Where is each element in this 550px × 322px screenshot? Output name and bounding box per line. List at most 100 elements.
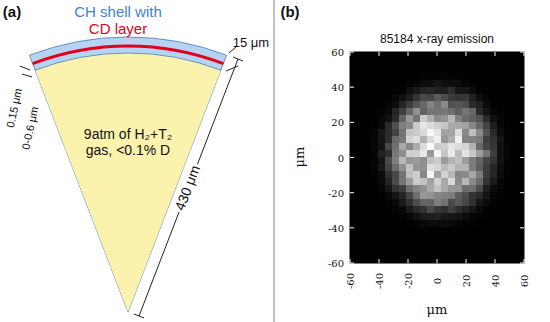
image-pixel bbox=[490, 192, 497, 199]
image-pixel bbox=[385, 171, 392, 178]
image-pixel bbox=[455, 143, 462, 150]
image-pixel bbox=[378, 52, 385, 59]
image-pixel bbox=[406, 136, 413, 143]
image-pixel bbox=[371, 150, 378, 157]
image-pixel bbox=[406, 150, 413, 157]
image-pixel bbox=[406, 185, 413, 192]
image-pixel bbox=[511, 241, 518, 248]
image-pixel bbox=[497, 108, 504, 115]
image-pixel bbox=[497, 101, 504, 108]
image-pixel bbox=[497, 178, 504, 185]
image-pixel bbox=[385, 192, 392, 199]
image-pixel bbox=[413, 73, 420, 80]
image-pixel bbox=[385, 157, 392, 164]
image-pixel bbox=[511, 255, 518, 262]
axis-tick bbox=[520, 157, 524, 158]
image-pixel bbox=[490, 199, 497, 206]
image-pixel bbox=[448, 206, 455, 213]
image-pixel bbox=[511, 101, 518, 108]
tick-label: 20 bbox=[331, 117, 344, 128]
image-pixel bbox=[455, 227, 462, 234]
image-pixel bbox=[413, 157, 420, 164]
image-pixel bbox=[483, 234, 490, 241]
image-pixel bbox=[469, 122, 476, 129]
image-pixel bbox=[427, 101, 434, 108]
panel-letter: (b) bbox=[280, 4, 299, 21]
image-pixel bbox=[427, 73, 434, 80]
image-pixel bbox=[434, 227, 441, 234]
image-pixel bbox=[399, 241, 406, 248]
image-pixel bbox=[413, 248, 420, 255]
image-pixel bbox=[434, 220, 441, 227]
image-pixel bbox=[455, 213, 462, 220]
image-pixel bbox=[406, 143, 413, 150]
image-pixel bbox=[427, 206, 434, 213]
image-pixel bbox=[518, 87, 524, 94]
image-pixel bbox=[350, 129, 357, 136]
image-pixel bbox=[441, 73, 448, 80]
image-pixel bbox=[434, 73, 441, 80]
image-pixel bbox=[518, 213, 524, 220]
image-pixel bbox=[441, 143, 448, 150]
image-pixel bbox=[504, 255, 511, 262]
image-pixel bbox=[497, 192, 504, 199]
image-pixel bbox=[483, 150, 490, 157]
image-pixel bbox=[441, 192, 448, 199]
image-pixel bbox=[364, 255, 371, 262]
image-pixel bbox=[385, 115, 392, 122]
image-pixel bbox=[413, 87, 420, 94]
image-pixel bbox=[483, 122, 490, 129]
image-pixel bbox=[497, 129, 504, 136]
image-pixel bbox=[455, 241, 462, 248]
image-pixel bbox=[364, 220, 371, 227]
image-pixel bbox=[406, 52, 413, 59]
image-pixel bbox=[469, 206, 476, 213]
gas-fill bbox=[35, 53, 221, 312]
image-pixel bbox=[469, 143, 476, 150]
image-pixel bbox=[413, 199, 420, 206]
image-pixel bbox=[371, 108, 378, 115]
image-pixel bbox=[427, 122, 434, 129]
image-pixel bbox=[441, 157, 448, 164]
image-pixel bbox=[392, 220, 399, 227]
image-pixel bbox=[497, 199, 504, 206]
image-pixel bbox=[420, 108, 427, 115]
image-pixel bbox=[469, 164, 476, 171]
image-pixel bbox=[427, 199, 434, 206]
image-pixel bbox=[469, 115, 476, 122]
image-pixel bbox=[511, 157, 518, 164]
cd-layer bbox=[33, 46, 224, 64]
image-pixel bbox=[462, 213, 469, 220]
image-pixel bbox=[350, 136, 357, 143]
image-pixel bbox=[483, 129, 490, 136]
image-pixel bbox=[427, 66, 434, 73]
image-pixel bbox=[469, 199, 476, 206]
image-pixel bbox=[364, 199, 371, 206]
image-pixel bbox=[378, 248, 385, 255]
image-pixel bbox=[469, 136, 476, 143]
image-pixel bbox=[434, 66, 441, 73]
image-pixel bbox=[490, 73, 497, 80]
image-pixel bbox=[469, 80, 476, 87]
image-pixel bbox=[378, 164, 385, 171]
image-pixel bbox=[378, 199, 385, 206]
panel-letter: (a) bbox=[3, 4, 21, 21]
image-pixel bbox=[357, 122, 364, 129]
image-pixel bbox=[420, 80, 427, 87]
image-pixel bbox=[371, 192, 378, 199]
image-pixel bbox=[455, 185, 462, 192]
image-pixel bbox=[392, 73, 399, 80]
dimension-label: 0.15 μm bbox=[4, 87, 24, 129]
image-pixel bbox=[511, 185, 518, 192]
image-pixel bbox=[392, 206, 399, 213]
image-pixel bbox=[518, 66, 524, 73]
image-pixel bbox=[504, 227, 511, 234]
image-pixel bbox=[434, 255, 441, 262]
image-pixel bbox=[427, 164, 434, 171]
image-pixel bbox=[490, 122, 497, 129]
image-pixel bbox=[462, 171, 469, 178]
axis-label: μm bbox=[427, 303, 448, 317]
image-pixel bbox=[469, 192, 476, 199]
image-pixel bbox=[497, 171, 504, 178]
image-pixel bbox=[420, 136, 427, 143]
